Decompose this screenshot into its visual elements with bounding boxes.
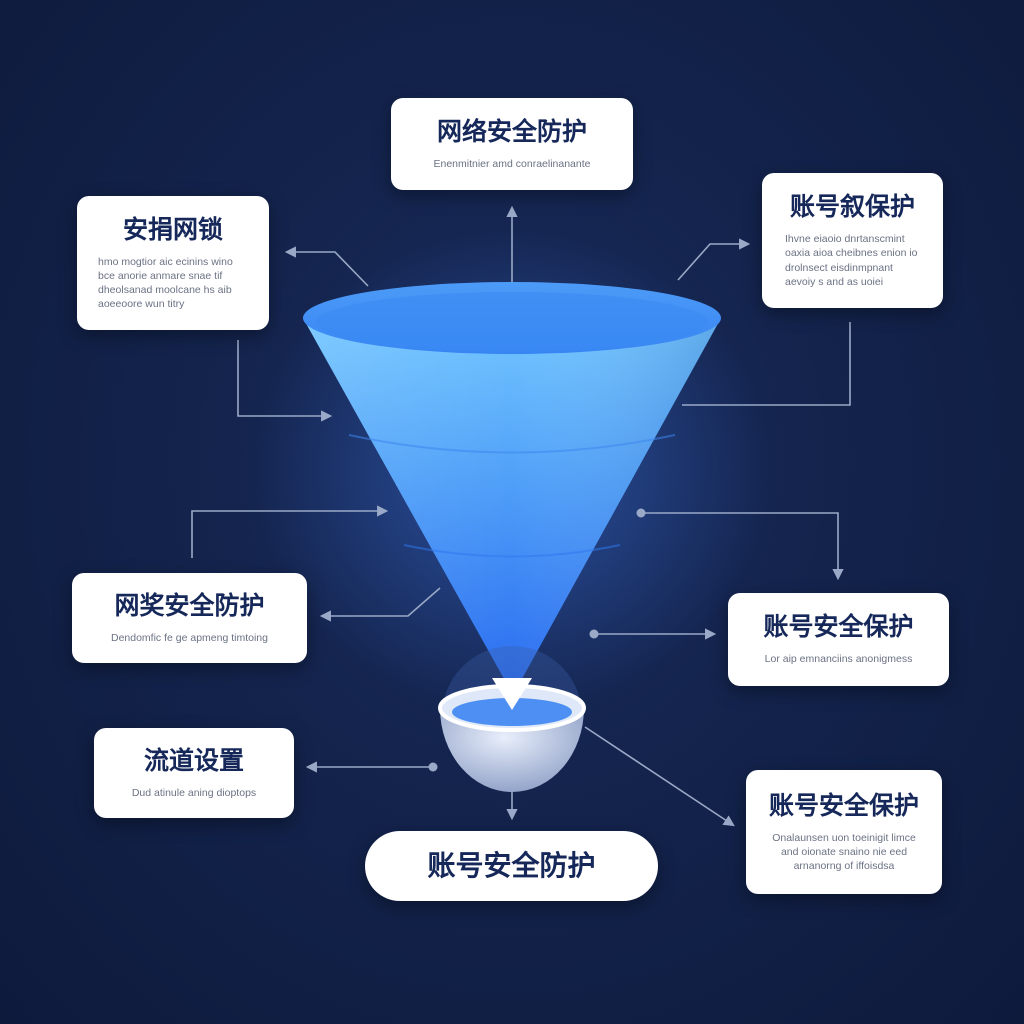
card-subtitle: Dendomfic fe ge apmeng timtoing [110,631,268,644]
card-subtitle: Lor aip emnanciins anonigmess [764,653,913,666]
card-title: 网络安全防护 [436,116,587,146]
connector-topright-a [677,238,751,281]
connector-lowright [584,726,735,827]
connector-topleft-a [284,246,369,287]
card-title: 安捐网锁 [122,214,223,244]
connector-dot-lowleft [428,762,438,772]
card-topright: 账号叙保护 Ihvne eiaoio dnrtanscmint oaxia ai… [762,173,943,308]
card-subtitle: Dud atinule aning dioptops [131,786,257,799]
connector-dot-right [589,629,599,639]
card-title: 账号安全保护 [768,790,919,820]
funnel-band-2 [403,544,621,558]
funnel-tip-arrow [492,678,532,710]
card-network-security: 网络安全防护 Enenmitnier amd conraelinanante [391,98,633,190]
connectors [191,205,851,827]
connector-midleft-b [319,587,441,622]
connector-midleft-a [191,505,389,558]
card-lowright: 账号安全保护 Onalaunsen uon toeinigit limce an… [746,770,942,894]
card-description: Ihvne eiaoio dnrtanscmint oaxia aioa che… [785,233,918,288]
card-title: 账号叙保护 [789,192,915,222]
card-subtitle: Enenmitnier amd conraelinanante [433,157,591,170]
card-description: Onalaunsen uon toeinigit limce and oiona… [772,831,916,873]
card-midleft: 网奖安全防护 Dendomfic fe ge apmeng timtoing [72,573,307,663]
card-title: 网奖安全防护 [114,590,265,620]
card-midright: 账号安全保护 Lor aip emnanciins anonigmess [728,593,949,686]
bowl-liquid [452,698,572,726]
funnel-band-1 [348,434,676,454]
card-bottom-pill: 账号安全防护 [365,831,658,901]
card-topleft: 安捐网锁 hmo mogtior aic ecinins wino bce an… [77,196,269,330]
connector-topright-b [682,322,851,406]
connector-dot-midright [636,508,646,518]
card-title: 账号安全保护 [763,612,914,642]
connector-midright-a [641,512,844,581]
funnel-cone-shade [303,318,721,686]
card-lowleft: 流道设置 Dud atinule aning dioptops [94,728,294,818]
card-description: hmo mogtior aic ecinins wino bce anorie … [98,255,233,311]
card-title: 账号安全防护 [427,849,596,883]
funnel-rim-inner [316,292,708,352]
connector-topleft-b [237,340,333,422]
card-title: 流道设置 [143,745,244,775]
